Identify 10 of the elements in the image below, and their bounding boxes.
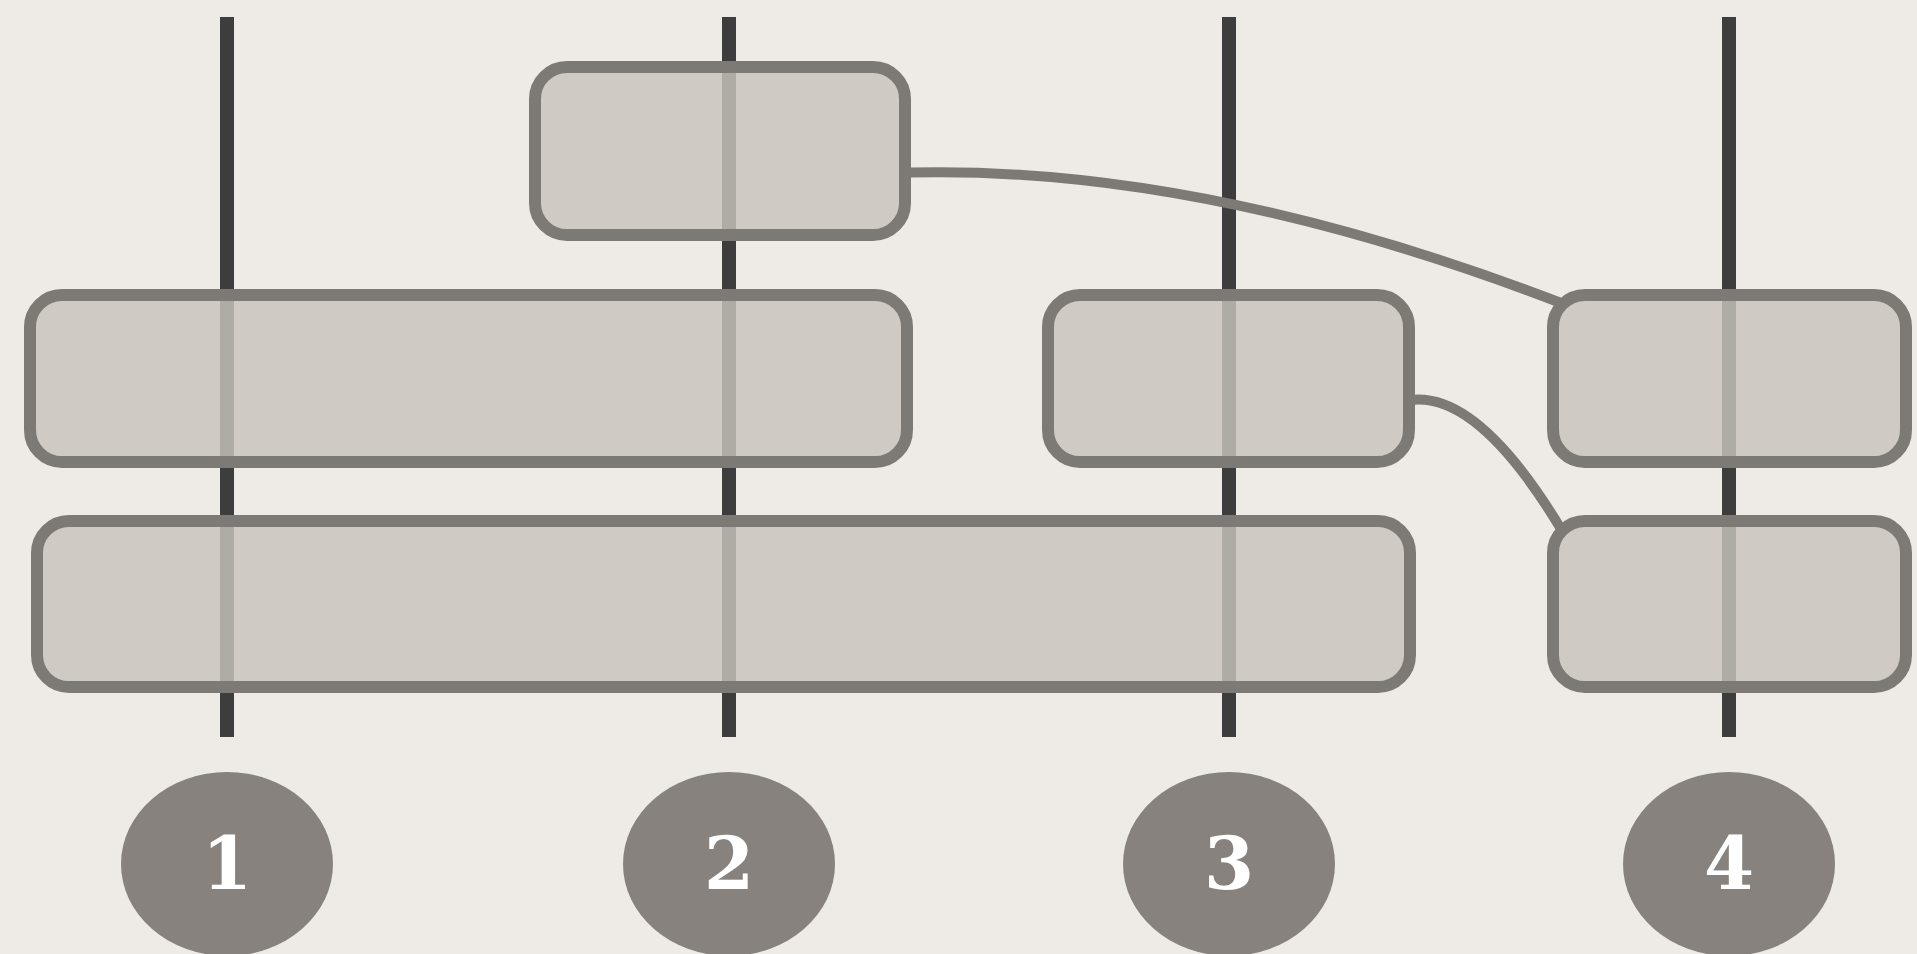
step-number: 3 [1203,828,1255,900]
step-number: 2 [703,828,755,900]
bar-box [1547,289,1912,468]
bar-box [24,289,913,468]
bar-box [529,61,911,241]
step-number: 1 [201,828,253,900]
bar-box [31,515,1416,693]
step-number: 4 [1703,828,1755,900]
bar-box [1042,289,1415,468]
bar-box [1547,515,1912,693]
